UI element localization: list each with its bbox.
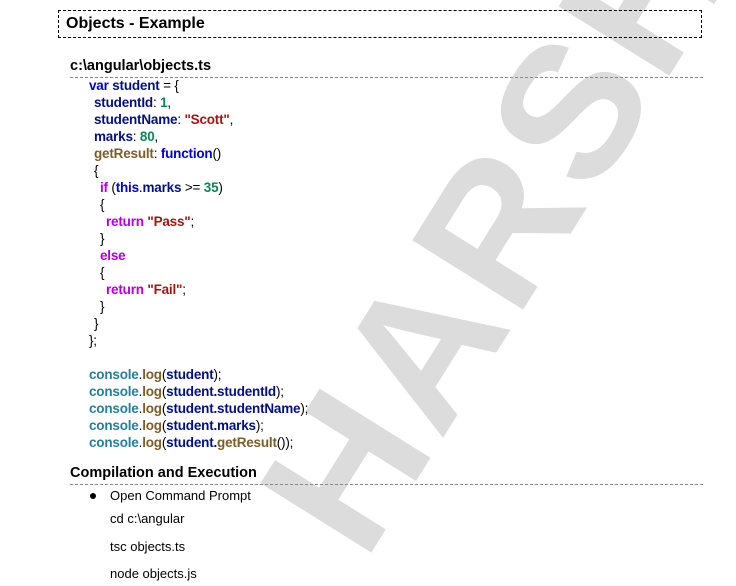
code-line-3: studentName: "Scott", [94,112,234,127]
code-line-7: if (this.marks >= 35) [100,180,223,195]
code-line-12: { [100,265,105,280]
command-cd: cd c:\angular [110,511,185,526]
code-line-6: { [94,163,99,178]
code-line-11: else [100,248,126,263]
compilation-heading: Compilation and Execution [70,464,703,485]
file-path-heading: c:\angular\objects.ts [70,57,703,78]
code-console-2: console.log(student.studentId); [89,384,284,399]
code-line-14: } [100,299,105,314]
code-line-13: return "Fail"; [106,282,186,297]
watermark-text: HARSHA [219,0,736,586]
bullet-text: Open Command Prompt [110,488,251,503]
command-tsc: tsc objects.ts [110,539,186,554]
code-line-4: marks: 80, [94,129,159,144]
code-line-1: var student = { [89,78,179,93]
code-console-5: console.log(student.getResult()); [89,435,294,450]
code-line-2: studentId: 1, [94,95,171,110]
code-line-8: { [100,197,105,212]
list-item: Open Command Prompt [90,487,251,504]
code-console-4: console.log(student.marks); [89,418,264,433]
code-line-15: } [94,316,99,331]
bullet-icon [90,492,96,499]
code-console-1: console.log(student); [89,367,222,382]
code-line-16: }; [89,333,97,348]
code-line-10: } [100,231,105,246]
page-title: Objects - Example [58,10,702,38]
code-line-5: getResult: function() [94,146,222,161]
command-node: node objects.js [110,566,197,581]
code-line-9: return "Pass"; [106,214,195,229]
code-console-3: console.log(student.studentName); [89,401,309,416]
